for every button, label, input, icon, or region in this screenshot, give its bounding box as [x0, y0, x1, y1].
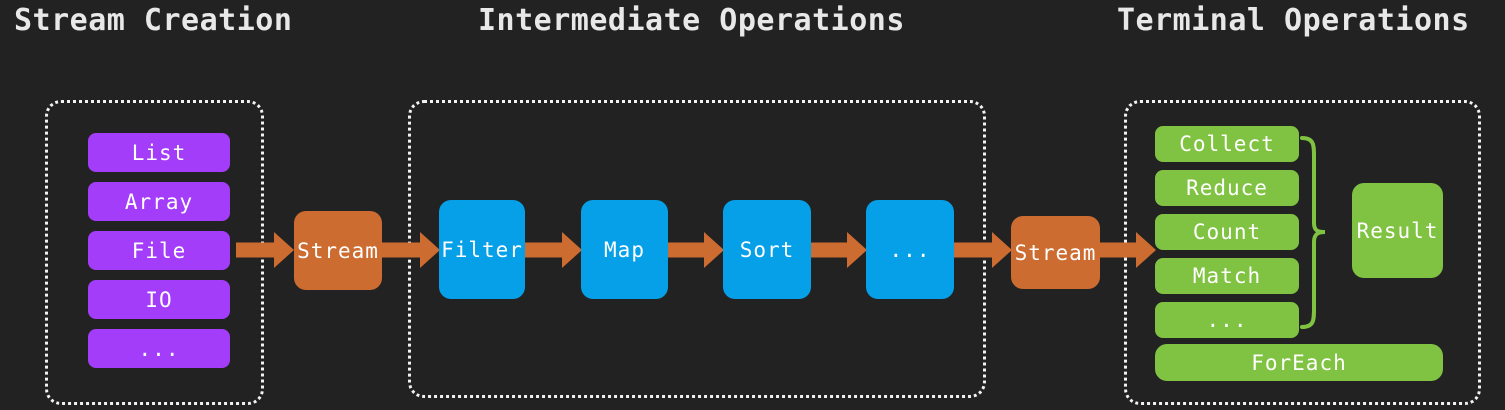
- arrow-shaft: [236, 242, 274, 258]
- arrow-shaft: [668, 242, 704, 258]
- terminal-node-count[interactable]: Count: [1155, 214, 1299, 250]
- arrow-shaft: [811, 242, 847, 258]
- operation-node-map[interactable]: Map: [581, 200, 668, 299]
- arrow-filter-to-map: [525, 232, 582, 268]
- stream-node-transformed[interactable]: Stream: [1011, 216, 1100, 289]
- operation-node-filter[interactable]: Filter: [439, 200, 525, 299]
- source-node-list[interactable]: List: [88, 133, 230, 172]
- section-heading-intermediate-operations: Intermediate Operations: [478, 3, 905, 38]
- arrow-head: [704, 232, 724, 268]
- arrow-head: [274, 232, 294, 268]
- source-node-array[interactable]: Array: [88, 182, 230, 221]
- arrow-head: [562, 232, 582, 268]
- arrow-head: [420, 232, 440, 268]
- arrow-head: [1136, 232, 1156, 268]
- arrow-map-to-sort: [668, 232, 724, 268]
- terminal-node-foreach[interactable]: ForEach: [1155, 344, 1443, 381]
- arrow-more-to-stream: [954, 232, 1012, 268]
- source-node-io[interactable]: IO: [88, 280, 230, 319]
- terminal-node-match[interactable]: Match: [1155, 258, 1299, 294]
- terminal-node-collect[interactable]: Collect: [1155, 126, 1299, 162]
- section-heading-terminal-operations: Terminal Operations: [1117, 3, 1470, 38]
- arrow-stream-to-filter: [382, 232, 440, 268]
- terminal-node-more[interactable]: ...: [1155, 302, 1299, 338]
- arrow-shaft: [1100, 242, 1136, 258]
- arrow-stream-to-terminal: [1100, 232, 1156, 268]
- stream-node-created[interactable]: Stream: [294, 211, 382, 290]
- terminal-node-reduce[interactable]: Reduce: [1155, 170, 1299, 206]
- arrow-sort-to-more: [811, 232, 867, 268]
- terminal-node-result[interactable]: Result: [1352, 183, 1443, 278]
- source-node-more[interactable]: ...: [88, 329, 230, 368]
- arrow-shaft: [954, 242, 992, 258]
- source-node-file[interactable]: File: [88, 231, 230, 270]
- section-heading-stream-creation: Stream Creation: [14, 3, 293, 38]
- operation-node-sort[interactable]: Sort: [723, 200, 811, 299]
- operation-node-more[interactable]: ...: [866, 200, 954, 299]
- arrow-sources-to-stream: [236, 232, 294, 268]
- arrow-head: [992, 232, 1012, 268]
- arrow-shaft: [525, 242, 562, 258]
- arrow-shaft: [382, 242, 420, 258]
- arrow-head: [847, 232, 867, 268]
- curly-brace-icon: [1300, 135, 1340, 330]
